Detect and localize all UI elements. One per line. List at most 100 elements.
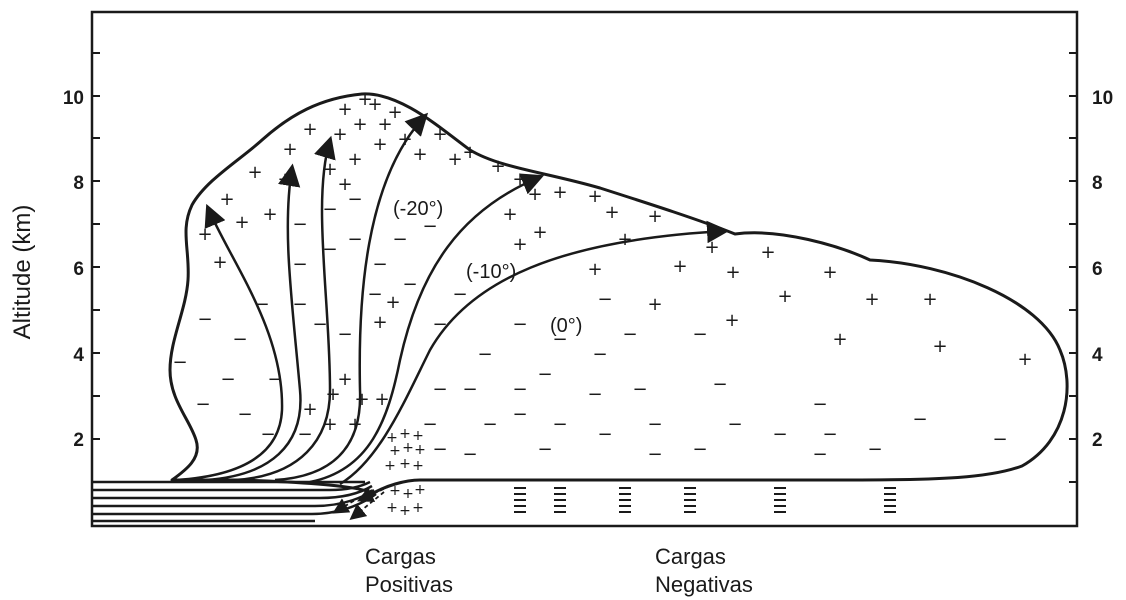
- inflow-line-3: [92, 484, 373, 500]
- isotherm-label-minus10: (-10°): [466, 261, 516, 283]
- minus-charge: −: [402, 274, 417, 295]
- minus-charge: −: [322, 199, 337, 220]
- minus-charge: −: [292, 254, 307, 275]
- plus-charge: +: [647, 294, 662, 315]
- minus-charge: −: [632, 379, 647, 400]
- minus-charge: −: [512, 314, 527, 335]
- isotherm-label-minus20: (-20°): [393, 198, 443, 220]
- plus-charge: +: [397, 129, 412, 150]
- minus-charge: −: [482, 414, 497, 435]
- minus-charge: −: [432, 314, 447, 335]
- plus-charge: +: [832, 329, 847, 350]
- plus-charge: +: [347, 149, 362, 170]
- lower-positive-charge: +: [389, 483, 401, 499]
- inflow-lines: [92, 480, 377, 523]
- minus-charge: −: [220, 369, 235, 390]
- lower-positive-charge: +: [399, 456, 411, 472]
- plus-charge: +: [447, 149, 462, 170]
- minus-charge: −: [392, 229, 407, 250]
- plus-charge: +: [332, 124, 347, 145]
- negative-charges-label: Cargas Negativas: [655, 543, 753, 599]
- plus-charge: +: [322, 414, 337, 435]
- plus-charge: +: [502, 204, 517, 225]
- tick-label-right-10: 10: [1092, 88, 1113, 109]
- plus-charge: +: [325, 384, 340, 405]
- minus-charge: −: [197, 309, 212, 330]
- minus-charge: −: [692, 324, 707, 345]
- minus-charge: −: [692, 439, 707, 460]
- lower-positive-charge: +: [386, 430, 398, 446]
- minus-charge: −: [537, 439, 552, 460]
- plus-charge: +: [197, 224, 212, 245]
- isotherm-label-0: (0°): [550, 315, 582, 337]
- plus-charge: +: [617, 229, 632, 250]
- plus-charge: +: [337, 174, 352, 195]
- minus-charge: −: [552, 414, 567, 435]
- tick-label-right-2: 2: [1092, 430, 1103, 451]
- positive-charges-label-line2: Positivas: [365, 572, 454, 597]
- plus-charge: +: [432, 124, 447, 145]
- positive-charges-label: Cargas Positivas: [365, 543, 453, 599]
- minus-charge: −: [195, 394, 210, 415]
- tick-label-left-4: 4: [73, 345, 84, 366]
- plus-charge: +: [337, 99, 352, 120]
- plus-charge: +: [777, 286, 792, 307]
- plus-charge: +: [587, 259, 602, 280]
- minus-charge: −: [867, 439, 882, 460]
- minus-charge: −: [512, 379, 527, 400]
- plus-charge: +: [932, 336, 947, 357]
- plus-charge: +: [212, 252, 227, 273]
- tick-label-right-4: 4: [1092, 345, 1103, 366]
- plus-charge: +: [532, 222, 547, 243]
- plus-charge: +: [490, 156, 505, 177]
- tick-label-left-6: 6: [73, 259, 84, 280]
- tick-label-left-8: 8: [73, 173, 84, 194]
- plus-charge: +: [377, 114, 392, 135]
- lower-positive-charge: +: [384, 458, 396, 474]
- right-ticks: [1069, 52, 1077, 483]
- minus-charge: −: [422, 414, 437, 435]
- minus-charge: −: [537, 364, 552, 385]
- plus-charge: +: [372, 134, 387, 155]
- minus-charge: −: [587, 384, 602, 405]
- minus-charge: −: [172, 352, 187, 373]
- minus-charge: −: [812, 444, 827, 465]
- inflow-line-2: [92, 480, 371, 492]
- lower-positive-charge: +: [389, 443, 401, 459]
- minus-charge: −: [322, 239, 337, 260]
- plus-charge: +: [234, 212, 249, 233]
- minus-charge: −: [597, 289, 612, 310]
- lower-positive-charge: +: [412, 428, 424, 444]
- plus-charge: +: [302, 119, 317, 140]
- streamline-4: [274, 112, 429, 482]
- minus-charge: −: [462, 444, 477, 465]
- plus-charge: +: [352, 114, 367, 135]
- minus-charge: −: [512, 404, 527, 425]
- plus-charge: +: [387, 102, 402, 123]
- minus-charge: −: [647, 444, 662, 465]
- plus-charge: +: [922, 289, 937, 310]
- y-axis-label: Altitude (km): [9, 205, 36, 340]
- streamline-3: [234, 135, 336, 482]
- minus-charge: −: [432, 379, 447, 400]
- lower-positive-charge: +: [412, 500, 424, 516]
- updraft-streamlines: [175, 112, 730, 486]
- plus-charge: +: [357, 89, 372, 110]
- minus-charge: −: [597, 424, 612, 445]
- minus-charge: −: [712, 374, 727, 395]
- plus-charge: +: [512, 234, 527, 255]
- minus-charge: −: [912, 409, 927, 430]
- minus-charge: −: [992, 429, 1007, 450]
- minus-charge: −: [622, 324, 637, 345]
- plus-charge: +: [512, 169, 527, 190]
- plus-charge: +: [262, 204, 277, 225]
- minus-charge: −: [727, 414, 742, 435]
- minus-charge: −: [347, 189, 362, 210]
- lower-positive-charge: +: [399, 503, 411, 519]
- plus-charge: +: [322, 159, 337, 180]
- minus-charge: −: [772, 424, 787, 445]
- plus-charge: +: [282, 139, 297, 160]
- plus-charge: +: [672, 256, 687, 277]
- minus-charge: −: [477, 344, 492, 365]
